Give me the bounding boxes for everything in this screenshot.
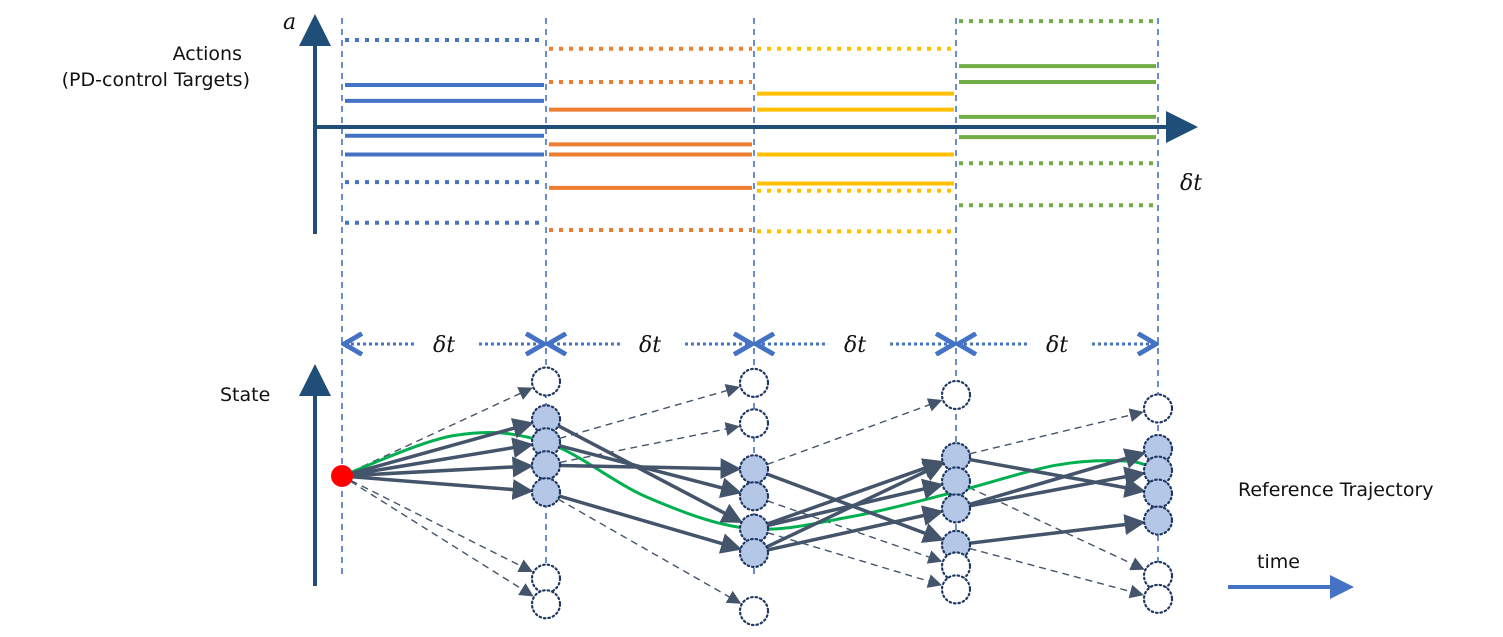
interval-label-3: δt <box>1046 333 1068 358</box>
solid-edge-b5-c1 <box>765 461 945 549</box>
interval-markers: δt δt δt δt <box>344 333 1156 358</box>
interval-label-0: δt <box>433 333 455 358</box>
unreachable-state-node-c6 <box>940 574 972 605</box>
solid-edge-s0-a1 <box>351 418 534 476</box>
solid-edge-b4-c1 <box>766 458 945 526</box>
reference-trajectory-label: Reference Trajectory <box>1238 479 1434 501</box>
solid-edge-b5-c3 <box>767 505 944 552</box>
solid-edge-a1-b4 <box>557 424 743 523</box>
solid-edge-s0-a2 <box>351 437 534 477</box>
dashed-edge-b4-c6 <box>767 532 943 588</box>
state-panel: State Reference Trajectory time <box>220 364 1434 627</box>
time-label: time <box>1257 551 1300 573</box>
action-panel: Actions (PD-control Targets) a δt <box>62 10 1202 234</box>
dashed-edge-a2-b0 <box>559 383 740 440</box>
dashed-edge-c4-d6 <box>969 547 1144 599</box>
dashed-edge-s0-a0 <box>350 387 533 473</box>
reachable-state-node-d4 <box>1142 505 1174 536</box>
action-axis-label: a <box>283 10 296 35</box>
actions-label: Actions <box>173 43 242 65</box>
start-state-node <box>331 465 353 487</box>
solid-edge-a3-b2 <box>559 458 742 480</box>
unreachable-state-node-a6 <box>530 589 562 620</box>
solid-edge-a2-b3 <box>559 444 742 498</box>
unreachable-state-node-b0 <box>738 367 770 398</box>
solid-transitions <box>351 418 1147 554</box>
dashed-edge-a3-b1 <box>559 422 740 464</box>
interval-label-2: δt <box>844 333 866 358</box>
dashed-edge-a4-b6 <box>557 498 742 604</box>
dashed-edge-c2-d5 <box>968 486 1145 571</box>
dashed-edge-b2-c0 <box>766 398 943 466</box>
state-nodes <box>331 366 1174 627</box>
solid-edge-a4-b5 <box>558 494 743 554</box>
unreachable-state-node-a0 <box>530 366 562 397</box>
reachable-state-node-b3 <box>738 481 770 512</box>
solid-edge-c3-d1 <box>968 448 1147 507</box>
action-target-lines <box>345 19 1156 234</box>
reachable-state-node-b4 <box>738 513 770 544</box>
dashed-edge-s0-a6 <box>350 480 534 597</box>
reachable-state-node-b5 <box>738 537 770 569</box>
dashed-transitions <box>350 383 1145 604</box>
dashed-edge-c1-d0 <box>969 408 1144 455</box>
solid-edge-c4-d4 <box>969 514 1146 545</box>
pd-control-targets-label: (PD-control Targets) <box>62 69 250 91</box>
reachable-state-node-c2 <box>940 466 972 497</box>
unreachable-state-node-b6 <box>738 595 770 627</box>
state-label: State <box>220 384 270 406</box>
reachable-state-node-d3 <box>1142 478 1174 509</box>
unreachable-state-node-b1 <box>738 408 770 439</box>
dashed-edge-b3-c5 <box>766 500 943 564</box>
reachable-state-node-c3 <box>940 493 972 524</box>
solid-edge-s0-a4 <box>351 475 534 501</box>
solid-edge-c3-d2 <box>969 466 1146 508</box>
time-axis-label: δt <box>1180 171 1202 196</box>
reachable-state-node-c1 <box>940 442 972 473</box>
solid-edge-s0-a3 <box>351 456 534 478</box>
solid-edge-c1-d3 <box>969 457 1146 498</box>
unreachable-state-node-d6 <box>1142 583 1174 614</box>
reachable-state-node-a4 <box>530 477 562 508</box>
reachable-state-node-a3 <box>530 450 562 481</box>
dashed-edge-s0-a5 <box>350 479 533 573</box>
unreachable-state-node-c0 <box>940 379 972 411</box>
unreachable-state-node-a5 <box>530 563 562 594</box>
unreachable-state-node-d0 <box>1142 393 1174 424</box>
interval-label-1: δt <box>639 333 661 358</box>
reachable-state-node-b2 <box>738 454 770 485</box>
